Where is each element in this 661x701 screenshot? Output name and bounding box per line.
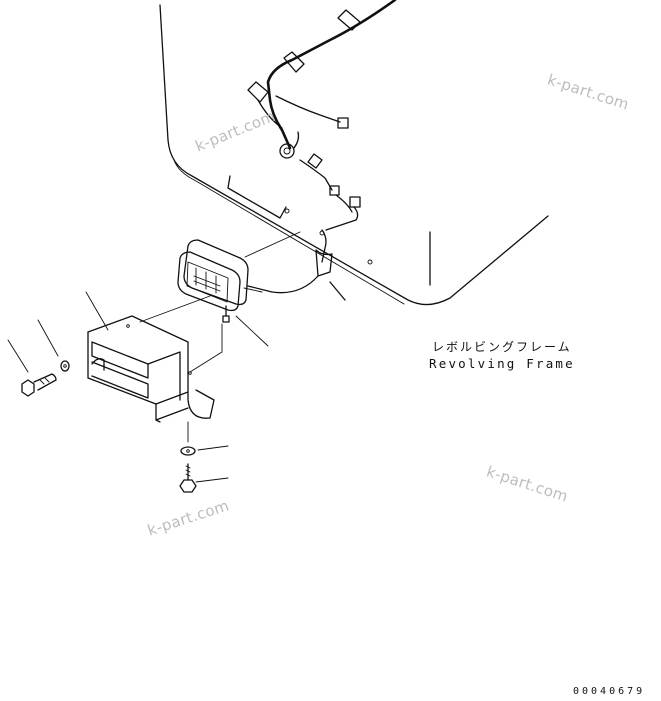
drawing-number: 00040679 xyxy=(573,686,646,697)
wiring-harness xyxy=(247,0,397,301)
frame-label-english: Revolving Frame xyxy=(429,356,575,371)
washer-left xyxy=(60,360,70,372)
leader-lines xyxy=(7,291,229,483)
frame-label-japanese: レボルビングフレーム xyxy=(432,340,572,354)
lamp-bracket xyxy=(87,315,215,423)
revolving-frame xyxy=(159,4,549,306)
alignment-lines xyxy=(139,231,301,373)
work-lamp xyxy=(177,239,269,347)
washer-lower xyxy=(180,446,196,456)
bolt-lower xyxy=(179,421,197,493)
bolt-left xyxy=(21,373,57,397)
